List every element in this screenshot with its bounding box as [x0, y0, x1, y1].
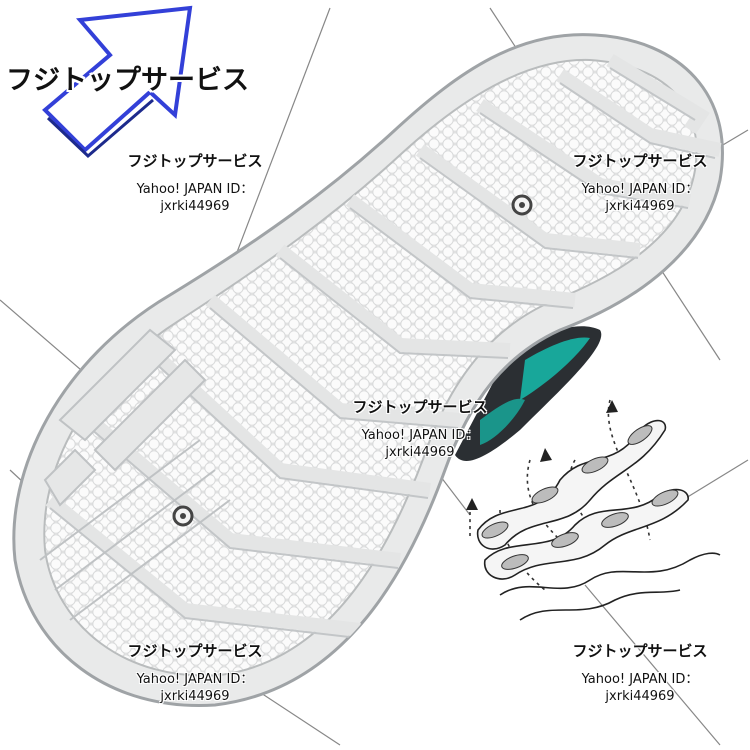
wave-sole-diagram-icon	[466, 399, 721, 621]
watermark: フジトップサービス Yahoo! JAPAN ID： jxrki44969	[95, 150, 295, 215]
watermark-id-value: jxrki44969	[605, 199, 675, 214]
watermark-id-label: Yahoo! JAPAN ID：	[136, 182, 254, 197]
watermark-id-value: jxrki44969	[385, 445, 455, 460]
shoe-upper	[455, 326, 602, 461]
pivot-ring	[172, 505, 194, 527]
watermark-brand: フジトップサービス	[572, 152, 708, 170]
pivot-ring	[511, 194, 533, 216]
watermark-id-value: jxrki44969	[605, 689, 675, 704]
watermark: フジトップサービス Yahoo! JAPAN ID： jxrki44969	[540, 640, 740, 705]
watermark: フジトップサービス Yahoo! JAPAN ID： jxrki44969	[95, 640, 295, 705]
watermark-id-value: jxrki44969	[160, 689, 230, 704]
shoe-sole-image	[12, 33, 724, 708]
watermark: フジトップサービス Yahoo! JAPAN ID： jxrki44969	[540, 150, 740, 215]
watermark-brand: フジトップサービス	[127, 152, 263, 170]
watermark: フジトップサービス Yahoo! JAPAN ID： jxrki44969	[320, 396, 520, 461]
arrow-logo-icon	[42, 5, 193, 159]
logo-text: フジトップサービス	[6, 65, 249, 96]
watermark-id-label: Yahoo! JAPAN ID：	[136, 672, 254, 687]
watermark-brand: フジトップサービス	[127, 642, 263, 660]
watermark-id-label: Yahoo! JAPAN ID：	[581, 182, 699, 197]
watermark-brand: フジトップサービス	[352, 398, 488, 416]
watermark-brand: フジトップサービス	[572, 642, 708, 660]
watermark-id-label: Yahoo! JAPAN ID：	[581, 672, 699, 687]
watermark-id-value: jxrki44969	[160, 199, 230, 214]
watermark-id-label: Yahoo! JAPAN ID：	[361, 428, 479, 443]
